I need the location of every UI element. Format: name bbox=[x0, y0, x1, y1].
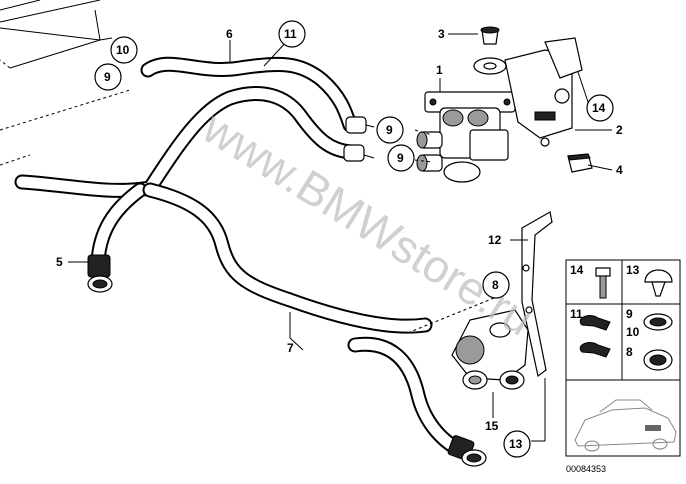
svg-text:14: 14 bbox=[592, 101, 606, 115]
legend-cell-11: 11 bbox=[570, 307, 611, 358]
svg-text:3: 3 bbox=[438, 27, 445, 41]
svg-text:10: 10 bbox=[116, 43, 130, 57]
svg-text:11: 11 bbox=[284, 27, 297, 41]
svg-text:9: 9 bbox=[626, 307, 633, 321]
cap-4 bbox=[567, 153, 593, 173]
callout-9-mid: 9 bbox=[376, 116, 404, 144]
fastener-legend: 14 13 11 9 10 8 bbox=[565, 259, 681, 457]
svg-text:8: 8 bbox=[626, 345, 633, 359]
callout-5: 5 bbox=[56, 255, 63, 269]
legend-cell-10: 10 bbox=[626, 325, 640, 339]
svg-text:12: 12 bbox=[488, 233, 502, 247]
callout-14: 14 bbox=[586, 94, 614, 122]
callout-1: 1 bbox=[436, 63, 443, 77]
car-silhouette bbox=[574, 399, 677, 452]
legend-cell-8: 8 bbox=[626, 345, 673, 371]
svg-text:14: 14 bbox=[570, 263, 584, 277]
svg-text:5: 5 bbox=[56, 255, 63, 269]
callout-6: 6 bbox=[226, 27, 233, 41]
svg-text:13: 13 bbox=[509, 437, 523, 451]
svg-text:00084353: 00084353 bbox=[566, 464, 606, 474]
diagram-code: 00084353 bbox=[566, 464, 606, 474]
hose-return-end bbox=[343, 144, 365, 162]
svg-text:7: 7 bbox=[287, 341, 294, 355]
grommet-3 bbox=[473, 26, 507, 75]
bracket-2 bbox=[504, 37, 583, 147]
callout-9-top: 9 bbox=[94, 63, 122, 91]
hose-return bbox=[14, 85, 365, 198]
callout-4: 4 bbox=[616, 163, 623, 177]
water-pump-15 bbox=[451, 309, 529, 390]
legend-cell-13: 13 bbox=[626, 263, 673, 297]
legend-cell-9: 9 bbox=[626, 307, 673, 331]
svg-text:9: 9 bbox=[104, 70, 111, 84]
callout-7: 7 bbox=[287, 341, 294, 355]
callout-9-low: 9 bbox=[387, 144, 415, 172]
svg-text:11: 11 bbox=[570, 307, 583, 321]
callout-13: 13 bbox=[503, 430, 531, 458]
hose-5-connector bbox=[87, 254, 113, 293]
svg-text:1: 1 bbox=[436, 63, 443, 77]
svg-text:15: 15 bbox=[485, 419, 499, 433]
leader-lines bbox=[68, 33, 613, 442]
callout-10: 10 bbox=[110, 36, 138, 64]
engine-bay-outline bbox=[0, 0, 131, 166]
svg-text:6: 6 bbox=[226, 27, 233, 41]
callout-15: 15 bbox=[485, 419, 499, 433]
heater-valve-1 bbox=[416, 91, 516, 183]
hose-5 bbox=[87, 182, 148, 293]
svg-text:4: 4 bbox=[616, 163, 623, 177]
callout-3: 3 bbox=[438, 27, 445, 41]
legend-cell-14: 14 bbox=[570, 263, 611, 299]
hose-7 bbox=[142, 182, 487, 467]
svg-text:8: 8 bbox=[492, 278, 499, 292]
callout-11: 11 bbox=[278, 20, 306, 48]
svg-text:9: 9 bbox=[386, 123, 393, 137]
svg-text:10: 10 bbox=[626, 325, 640, 339]
svg-text:2: 2 bbox=[616, 123, 623, 137]
hose-6-end bbox=[345, 116, 367, 134]
callout-8: 8 bbox=[482, 271, 510, 299]
callout-12: 12 bbox=[488, 233, 502, 247]
svg-text:9: 9 bbox=[397, 151, 404, 165]
hose-6 bbox=[140, 56, 367, 134]
bracket-12 bbox=[521, 211, 553, 378]
svg-text:13: 13 bbox=[626, 263, 640, 277]
hose-7-connector bbox=[447, 435, 487, 467]
callout-2: 2 bbox=[616, 123, 623, 137]
